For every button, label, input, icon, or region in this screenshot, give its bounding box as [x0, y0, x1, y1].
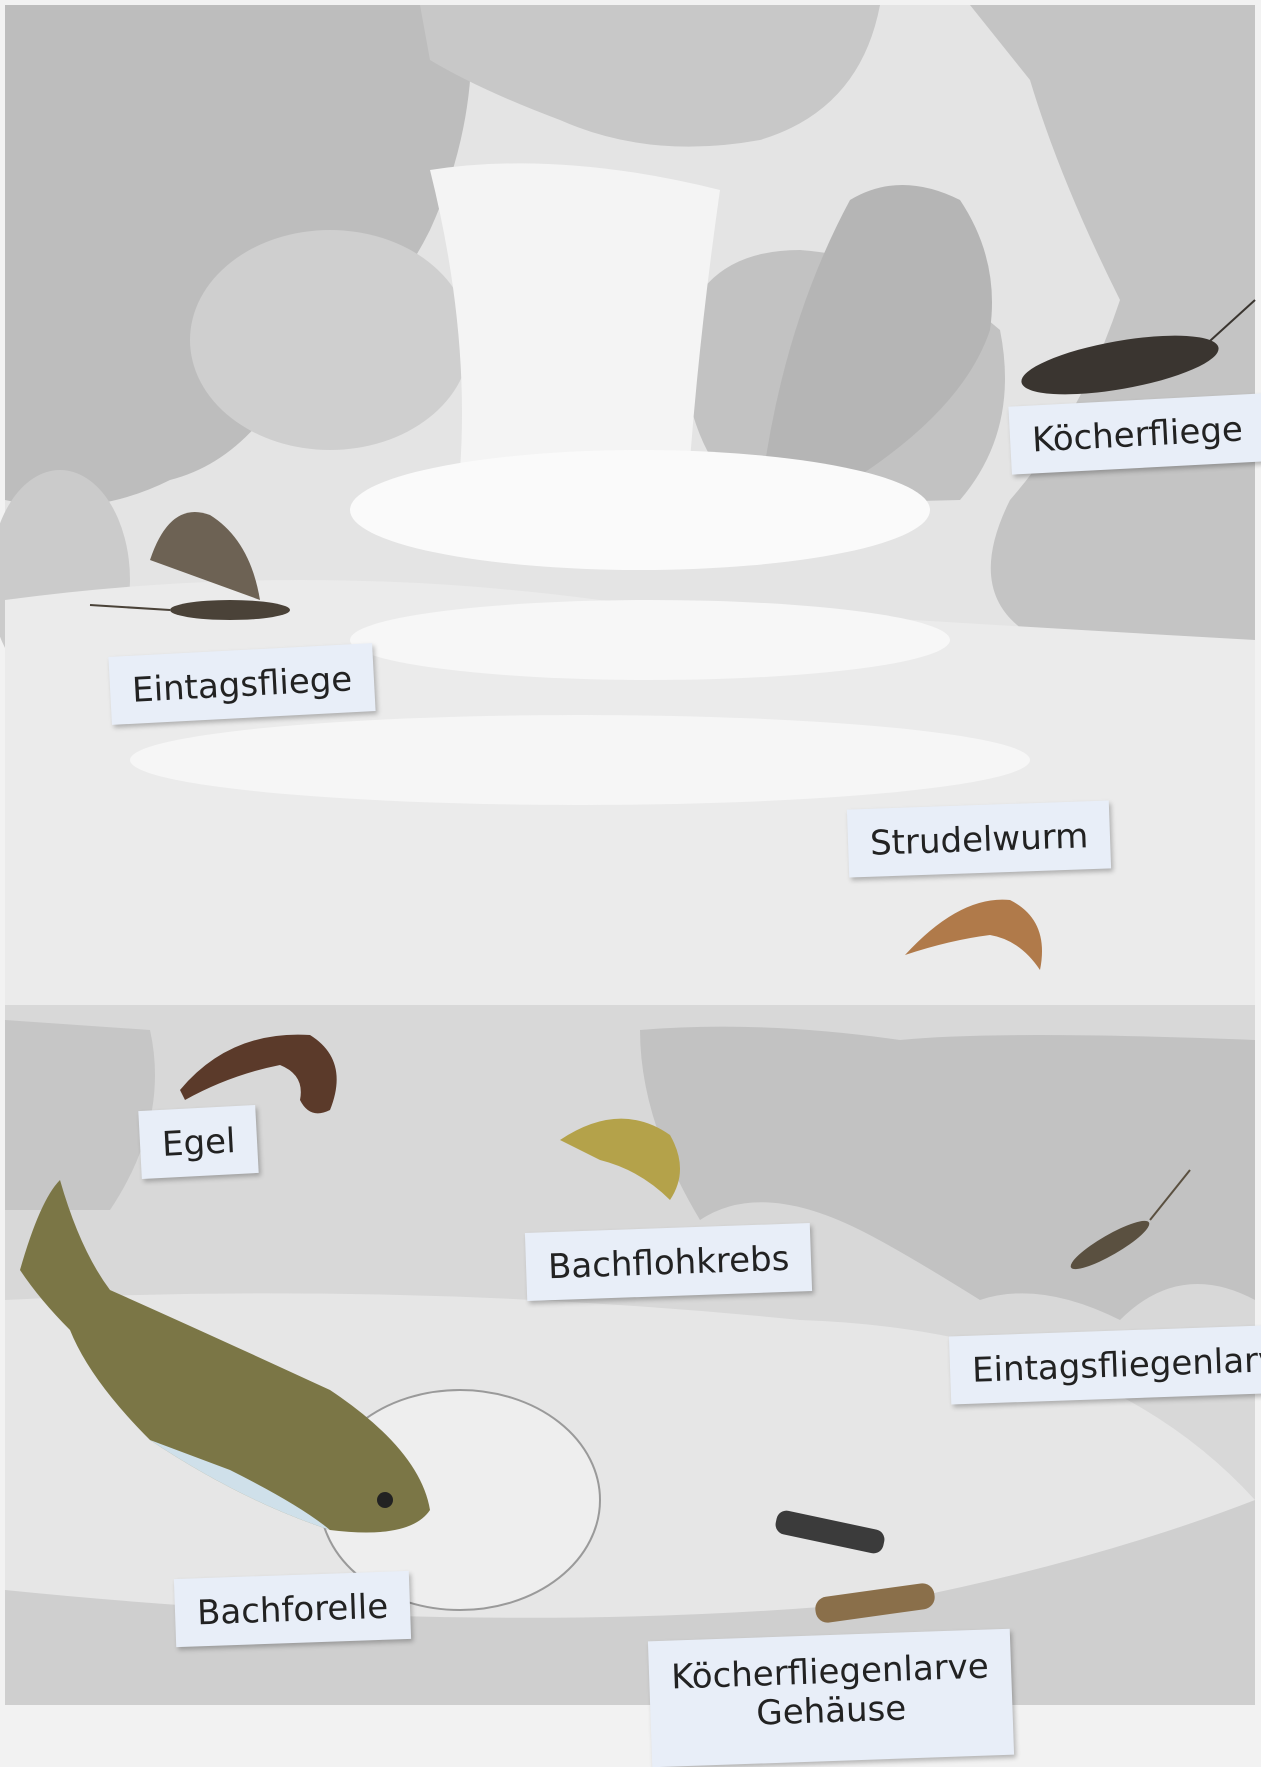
label-koecherfliegenlarve: Köcherfliegenlarve Gehäuse: [648, 1629, 1014, 1767]
label-eintagsfliege: Eintagsfliege: [108, 643, 375, 725]
label-strudelwurm: Strudelwurm: [847, 800, 1111, 877]
label-bachflohkrebs: Bachflohkrebs: [525, 1223, 813, 1301]
water-sparkle-1: [350, 600, 950, 680]
label-egel: Egel: [138, 1105, 259, 1179]
waterfall: [430, 163, 720, 470]
label-bachforelle: Bachforelle: [174, 1571, 411, 1647]
water-sparkle-2: [130, 715, 1030, 805]
label-koecherfliege: Köcherfliege: [1008, 393, 1261, 474]
foam: [350, 450, 930, 570]
rock-left: [190, 230, 470, 450]
label-eintagsfliegenlarve: Eintagsfliegenlarve: [949, 1324, 1261, 1405]
